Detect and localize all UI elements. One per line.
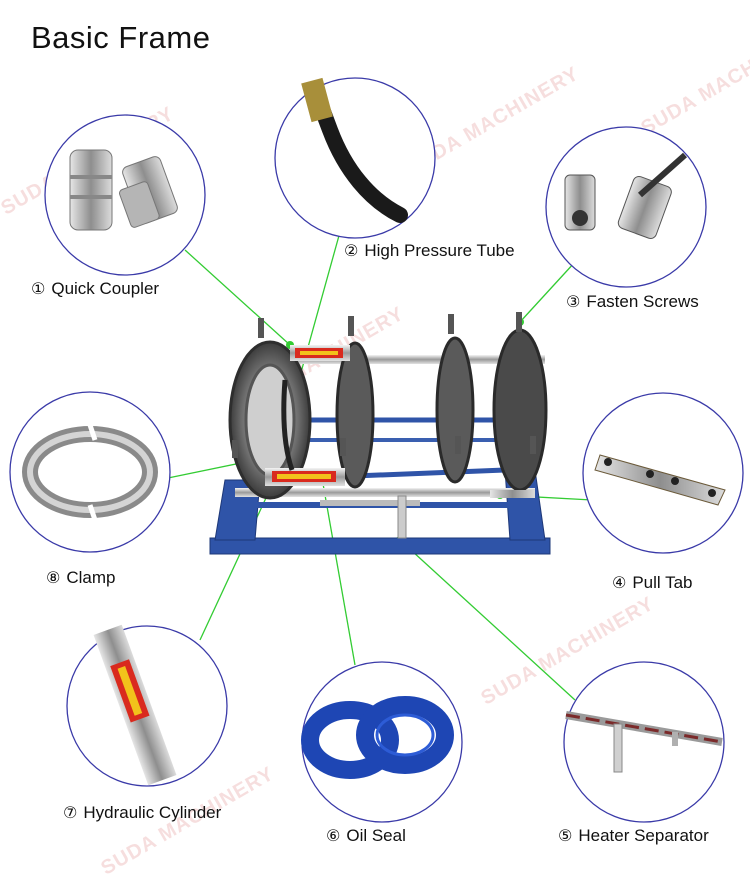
leader-lines — [167, 231, 593, 701]
leader-line-quick-coupler — [184, 249, 291, 346]
page-title: Basic Frame — [31, 20, 211, 55]
callout-heater-separator — [563, 661, 725, 823]
leader-line-fasten-screws — [519, 261, 576, 323]
callout-pull-tab — [582, 392, 744, 554]
callout-hydraulic-cylinder — [66, 624, 228, 787]
callout-oil-seal — [301, 661, 463, 823]
butt-fusion-machine — [209, 312, 551, 555]
leader-line-heater-separator — [399, 539, 576, 701]
callout-quick-coupler — [44, 114, 206, 276]
callout-clamp — [9, 391, 171, 553]
leader-line-hydraulic-cylinder — [199, 484, 273, 641]
callout-high-pressure-tube — [274, 77, 436, 239]
leader-line-oil-seal — [321, 477, 356, 666]
callout-fasten-screws — [545, 126, 707, 288]
